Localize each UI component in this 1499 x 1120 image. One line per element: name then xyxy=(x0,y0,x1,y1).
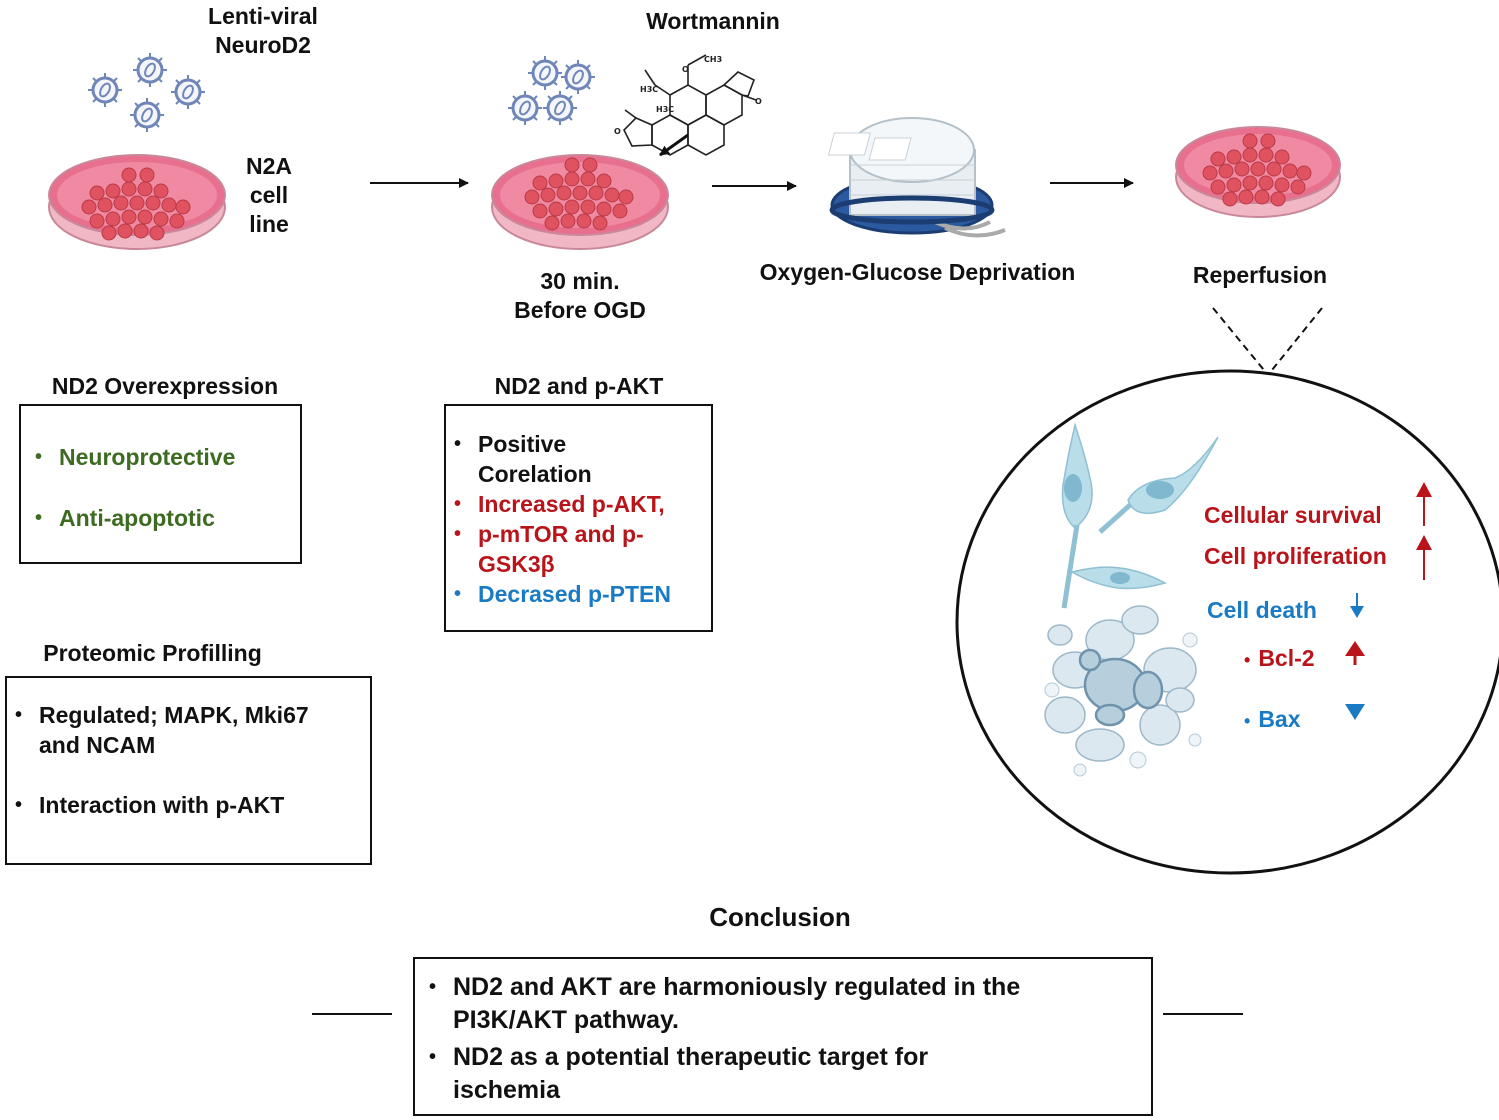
wortmannin-label: Wortmannin xyxy=(646,8,780,34)
bcl2-label: •Bcl-2 xyxy=(1244,645,1315,671)
virus-icon-group-2 xyxy=(506,54,597,127)
petri-dish-icon xyxy=(491,154,669,250)
zoom-line xyxy=(1212,307,1269,376)
svg-text:O: O xyxy=(682,65,689,74)
list-item: Neuroprotective xyxy=(27,442,300,472)
hypoxia-chamber-icon xyxy=(827,117,1006,238)
svg-text:O: O xyxy=(755,97,762,106)
nd2-overexpression-title: ND2 Overexpression xyxy=(51,373,279,399)
petri-dish-icon xyxy=(48,154,226,250)
reperfusion-label: Reperfusion xyxy=(1192,262,1328,288)
petri-dish-icon xyxy=(1175,126,1341,218)
cell-proliferation-label: Cell proliferation xyxy=(1204,543,1387,569)
cell-death-label: Cell death xyxy=(1207,597,1317,623)
list-item: ND2 and AKT are harmoniously regulated i… xyxy=(421,971,1151,1037)
svg-text:O: O xyxy=(614,127,621,136)
down-arrow-bax xyxy=(1345,704,1365,720)
svg-text:H3C: H3C xyxy=(656,105,674,114)
neuron-icon xyxy=(1061,422,1219,609)
cellular-survival-label: Cellular survival xyxy=(1204,502,1382,528)
list-item: Interaction with p-AKT xyxy=(7,790,370,820)
zoom-line xyxy=(1267,307,1323,376)
n2a-label: N2A cell line xyxy=(245,153,292,237)
list-item: ND2 as a potential therapeutic target fo… xyxy=(421,1041,1151,1107)
apoptotic-cell-icon xyxy=(1044,605,1202,777)
wortmannin-timing: 30 min. Before OGD xyxy=(514,268,646,323)
nd2-pakt-title: ND2 and p-AKT xyxy=(494,373,664,399)
lentiviral-label: Lenti-viral NeuroD2 xyxy=(208,3,318,58)
list-item: Anti-apoptotic xyxy=(27,503,300,533)
list-item: Decrased p-PTEN xyxy=(446,579,711,609)
conclusion-box: ND2 and AKT are harmoniously regulated i… xyxy=(413,957,1153,1116)
nd2-overexpression-box: Neuroprotective Anti-apoptotic xyxy=(19,404,302,564)
conclusion-title: Conclusion xyxy=(709,902,851,932)
ogd-label: Oxygen-Glucose Deprivation xyxy=(759,259,1076,285)
wortmannin-arrow xyxy=(659,133,689,157)
list-item: p-mTOR and p-GSK3β xyxy=(446,519,711,579)
svg-text:H3C: H3C xyxy=(640,85,658,94)
proteomic-title: Proteomic Profilling xyxy=(43,640,262,666)
list-item: Increased p-AKT, xyxy=(446,489,711,519)
molecule-icon: H3C O CH3 H3C O O xyxy=(614,54,762,156)
svg-text:CH3: CH3 xyxy=(704,55,722,64)
bax-label: •Bax xyxy=(1244,706,1301,732)
virus-icon-group-1 xyxy=(86,51,207,134)
